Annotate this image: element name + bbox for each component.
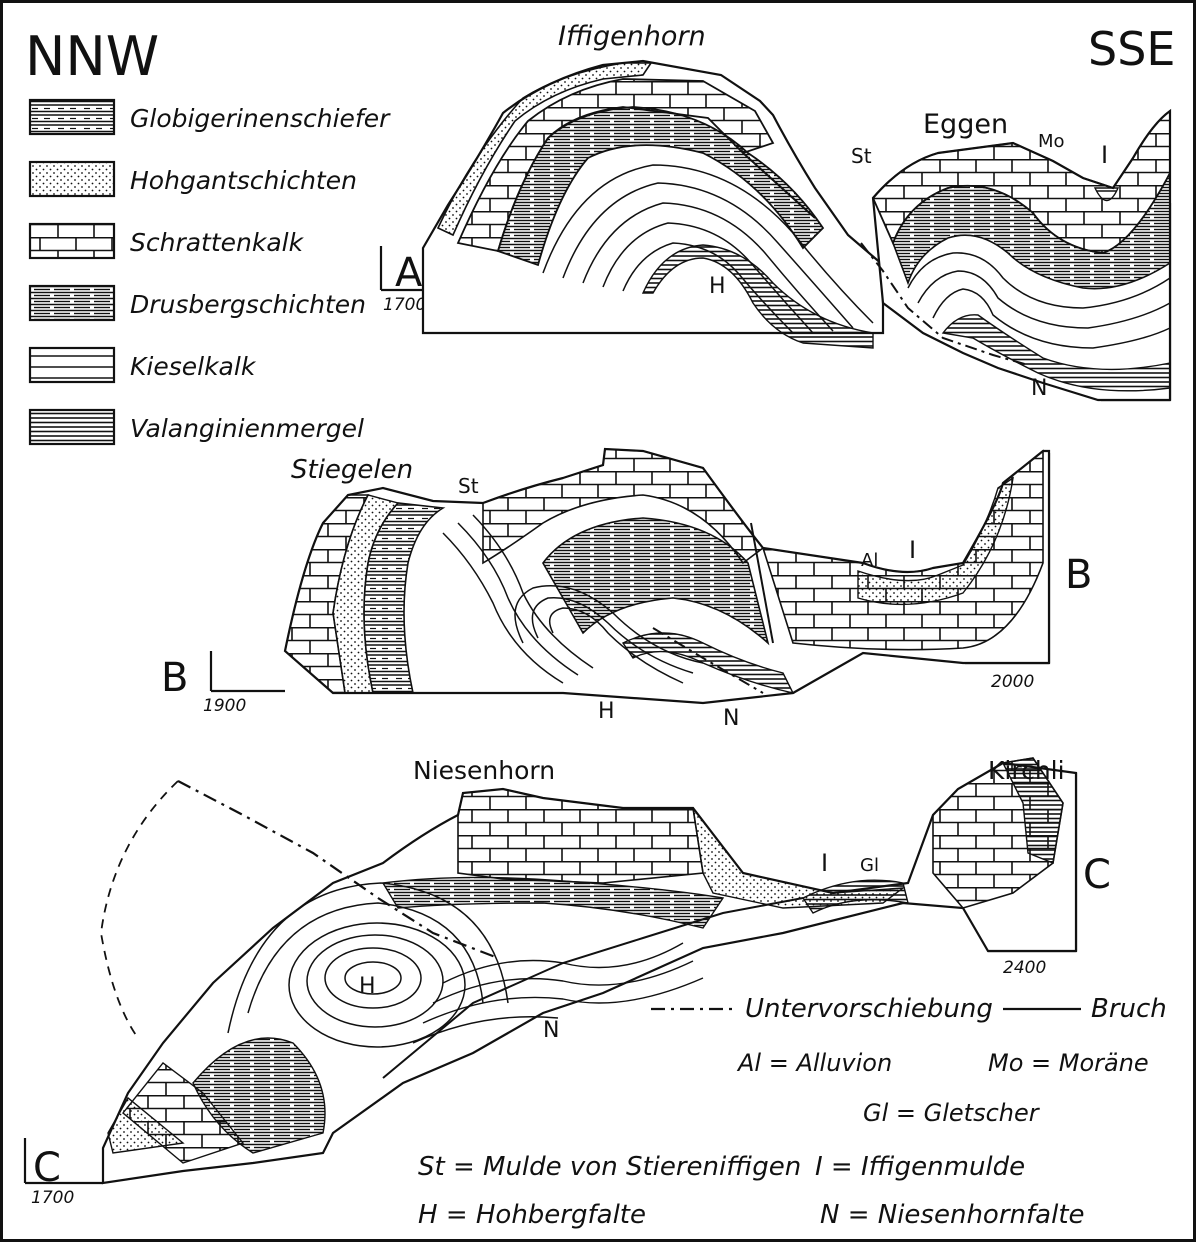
mark-gl: Gl bbox=[860, 855, 879, 876]
legend-item-hohgantschichten: Hohgantschichten bbox=[30, 162, 357, 196]
key-gletscher: Gl = Gletscher bbox=[863, 1099, 1041, 1127]
key-niesenhornfalte: N = Niesenhornfalte bbox=[820, 1200, 1085, 1230]
cross-section-canvas: NNW SSE Globigerinenschiefer Hohgantschi… bbox=[3, 3, 1193, 1239]
mark-st: St bbox=[458, 474, 479, 498]
legend-label: Kieselkalk bbox=[130, 352, 257, 381]
mark-i: I bbox=[821, 849, 828, 877]
orientation-left-label: NNW bbox=[25, 25, 159, 88]
legend-label: Schrattenkalk bbox=[130, 228, 305, 257]
section-c: C C 1700 2400 bbox=[25, 756, 1111, 1208]
section-id-label: A bbox=[395, 250, 423, 296]
elevation-frame-left bbox=[211, 651, 285, 691]
symbol-key: Untervorschiebung Bruch Al = Alluvion Mo… bbox=[418, 994, 1167, 1230]
section-id-label-right: C bbox=[1083, 852, 1111, 898]
mark-h: H bbox=[709, 274, 726, 299]
mark-n: N bbox=[543, 1018, 559, 1043]
section-id-label-left: C bbox=[33, 1145, 61, 1191]
legend-label: Hohgantschichten bbox=[130, 166, 357, 195]
place-label-eggen: Eggen bbox=[923, 109, 1008, 140]
kieselkalk-swatch bbox=[30, 348, 114, 382]
place-label-iffigenhorn: Iffigenhorn bbox=[558, 21, 706, 52]
eroded-outline bbox=[101, 781, 178, 1038]
place-label-stiegelen: Stiegelen bbox=[291, 455, 413, 485]
key-moraene: Mo = Moräne bbox=[988, 1049, 1149, 1077]
niesenhorn-schrattenkalk bbox=[458, 789, 703, 883]
key-hohbergfalte: H = Hohbergfalte bbox=[418, 1200, 646, 1230]
legend-item-kieselkalk: Kieselkalk bbox=[30, 348, 257, 382]
key-iffigenmulde: I = Iffigenmulde bbox=[815, 1152, 1025, 1182]
hohgantschichten-swatch bbox=[30, 162, 114, 196]
elevation-label: 1700 bbox=[31, 1188, 74, 1208]
orientation-right-label: SSE bbox=[1088, 22, 1175, 76]
elevation-label: 1900 bbox=[203, 696, 246, 716]
section-a: A 1700 1500 bbox=[381, 21, 1170, 405]
globigerinenschiefer-swatch bbox=[30, 100, 114, 134]
mark-mo: Mo bbox=[1038, 131, 1065, 152]
elevation-label: 2000 bbox=[991, 672, 1034, 692]
place-label-niesenhorn: Niesenhorn bbox=[413, 756, 555, 785]
legend-item-drusbergschichten: Drusbergschichten bbox=[30, 286, 366, 320]
elevation-label: 1700 bbox=[383, 295, 426, 315]
valanginienmergel-swatch bbox=[30, 410, 114, 444]
schrattenkalk-right-limb bbox=[763, 451, 1043, 650]
mark-n: N bbox=[723, 706, 739, 731]
mark-n: N bbox=[1031, 376, 1047, 401]
legend-item-globigerinenschiefer: Globigerinenschiefer bbox=[30, 100, 391, 134]
mark-h: H bbox=[359, 974, 376, 999]
schrattenkalk-swatch bbox=[30, 224, 114, 258]
key-alluvion: Al = Alluvion bbox=[736, 1049, 892, 1077]
mark-al: Al bbox=[861, 550, 878, 571]
legend-label: Drusbergschichten bbox=[130, 290, 366, 319]
legend: Globigerinenschiefer Hohgantschichten Sc… bbox=[30, 100, 391, 444]
key-fault-label: Bruch bbox=[1091, 994, 1167, 1024]
section-id-label-right: B bbox=[1065, 552, 1092, 598]
legend-label: Globigerinenschiefer bbox=[130, 104, 391, 133]
legend-item-schrattenkalk: Schrattenkalk bbox=[30, 224, 305, 258]
elevation-label: 2400 bbox=[1003, 958, 1046, 978]
section-id-label-left: B bbox=[161, 655, 188, 701]
place-label-kirchli: Kirchli bbox=[988, 756, 1065, 785]
mark-st: St bbox=[851, 144, 872, 168]
mark-h: H bbox=[598, 699, 615, 724]
mark-i: I bbox=[1101, 141, 1108, 169]
legend-label: Valanginienmergel bbox=[130, 414, 364, 443]
key-stiereniffigen: St = Mulde von Stiereniffigen bbox=[418, 1152, 801, 1182]
drusbergschichten-swatch bbox=[30, 286, 114, 320]
key-thrust-label: Untervorschiebung bbox=[745, 994, 993, 1024]
mark-i: I bbox=[909, 536, 916, 564]
section-b: B B 1900 2000 Stiegelen St bbox=[161, 449, 1092, 731]
legend-item-valanginienmergel: Valanginienmergel bbox=[30, 410, 364, 444]
